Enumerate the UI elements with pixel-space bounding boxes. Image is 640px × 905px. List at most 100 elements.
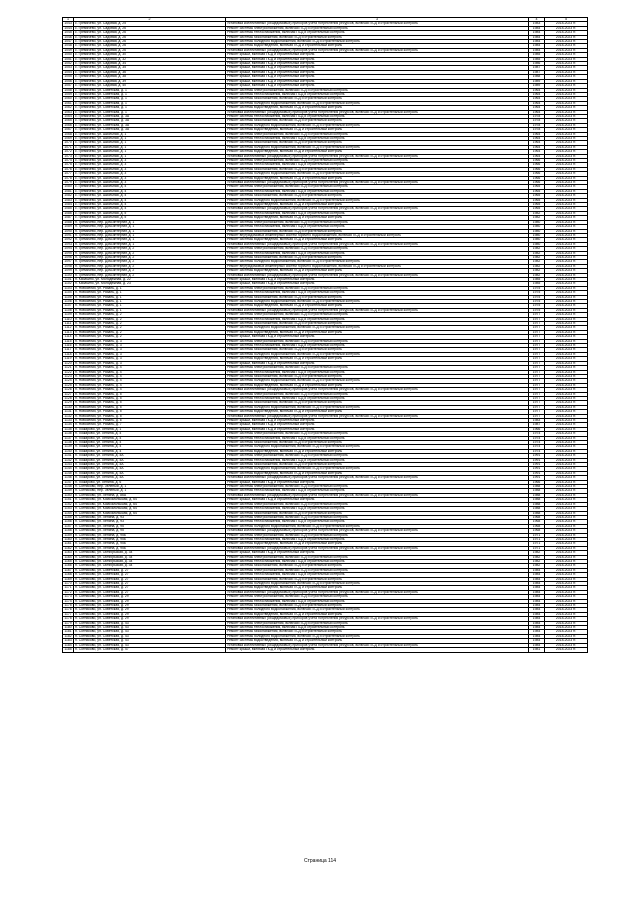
period-cell: 2018-2023 гг. [544,647,588,653]
period-cell: 2018-2023 гг. [544,202,588,208]
row-number: 1093 [62,241,74,248]
period-cell: 2018-2023 гг. [544,479,588,486]
period-cell: 2018-2023 гг. [544,602,588,609]
row-number: 1127 [62,391,74,397]
period-cell: 2018-2023 гг. [544,400,588,406]
period-cell: 2018-2023 гг. [544,113,588,120]
period-cell: 2018-2023 гг. [544,585,588,591]
column-number: 5 [544,16,588,23]
period-cell: 2018-2023 гг. [544,382,588,389]
row-number: 1120 [62,360,74,367]
period-cell: 2018-2023 гг. [544,21,588,27]
period-cell: 2018-2023 гг. [544,109,588,115]
period-cell: 2018-2023 гг. [544,492,588,499]
address-cell: п. Сотниково, ул. Советская, д. 47 [73,647,226,653]
period-cell: 2018-2023 гг. [544,47,588,54]
row-number: 1098 [62,263,74,270]
period-cell: 2018-2023 гг. [544,43,588,49]
period-cell: 2018-2023 гг. [544,312,588,318]
period-cell: 2018-2023 гг. [544,439,588,446]
row-number: 1130 [62,404,74,411]
period-cell: 2018-2023 гг. [544,501,588,508]
period-cell: 2018-2023 гг. [544,453,588,459]
period-cell: 2018-2023 гг. [544,558,588,565]
period-cell: 2018-2023 гг. [544,171,588,177]
period-cell: 2018-2023 гг. [544,162,588,168]
period-cell: 2018-2023 гг. [544,83,588,89]
period-cell: 2018-2023 гг. [544,254,588,261]
period-cell: 2018-2023 гг. [544,175,588,182]
period-cell: 2018-2023 гг. [544,188,588,195]
period-cell: 2018-2023 гг. [544,118,588,124]
period-cell: 2018-2023 гг. [544,594,588,600]
period-cell: 2018-2023 гг. [544,157,588,164]
period-cell: 2018-2023 гг. [544,413,588,420]
row-number: 1125 [62,382,74,389]
period-cell: 2018-2023 гг. [544,329,588,336]
period-cell: 2018-2023 гг. [544,184,588,190]
row-number: 1061 [62,100,74,107]
row-number: 1095 [62,250,74,256]
row-number: 1132 [62,413,74,420]
row-number: 1078 [62,175,74,182]
row-number: 1115 [62,338,74,345]
period-cell: 2018-2023 гг. [544,550,588,556]
row-number: 1063 [62,109,74,115]
period-cell: 2018-2023 гг. [544,633,588,640]
period-cell: 2018-2023 гг. [544,417,588,424]
period-cell: 2018-2023 гг. [544,268,588,274]
row-number: 1157 [62,523,74,530]
period-cell: 2018-2023 гг. [544,237,588,243]
period-cell: 2018-2023 гг. [544,598,588,605]
period-cell: 2018-2023 гг. [544,179,588,186]
row-number: 1184 [62,642,74,649]
period-cell: 2018-2023 гг. [544,448,588,455]
period-cell: 2018-2023 гг. [544,395,588,402]
period-cell: 2018-2023 гг. [544,96,588,102]
period-cell: 2018-2023 гг. [544,607,588,613]
period-cell: 2018-2023 гг. [544,276,588,283]
period-cell: 2018-2023 гг. [544,514,588,521]
period-cell: 2018-2023 гг. [544,378,588,384]
row-number: 1152 [62,501,74,508]
row-number: 1046 [62,34,74,41]
period-cell: 2018-2023 гг. [544,285,588,292]
period-cell: 2018-2023 гг. [544,580,588,587]
row-number: 1122 [62,369,74,375]
period-cell: 2018-2023 гг. [544,404,588,411]
period-cell: 2018-2023 гг. [544,61,588,67]
period-cell: 2018-2023 гг. [544,316,588,323]
period-cell: 2018-2023 гг. [544,541,588,547]
period-cell: 2018-2023 гг. [544,153,588,160]
period-cell: 2018-2023 гг. [544,519,588,525]
period-cell: 2018-2023 гг. [544,325,588,331]
period-cell: 2018-2023 гг. [544,629,588,635]
period-cell: 2018-2023 гг. [544,30,588,36]
row-number: 1162 [62,545,74,552]
period-cell: 2018-2023 гг. [544,435,588,442]
period-cell: 2018-2023 гг. [544,246,588,252]
period-cell: 2018-2023 гг. [544,263,588,270]
period-cell: 2018-2023 гг. [544,122,588,129]
period-cell: 2018-2023 гг. [544,611,588,618]
row-number: 1090 [62,228,74,234]
period-cell: 2018-2023 гг. [544,334,588,340]
period-cell: 2018-2023 гг. [544,620,588,627]
period-cell: 2018-2023 гг. [544,409,588,415]
period-cell: 2018-2023 гг. [544,616,588,622]
row-number: 1159 [62,532,74,538]
period-cell: 2018-2023 гг. [544,52,588,58]
period-cell: 2018-2023 гг. [544,488,588,494]
period-cell: 2018-2023 гг. [544,369,588,375]
row-number: 1056 [62,78,74,85]
period-cell: 2018-2023 гг. [544,431,588,437]
period-cell: 2018-2023 гг. [544,232,588,239]
row-number: 1068 [62,131,74,138]
row-number: 1088 [62,219,74,226]
